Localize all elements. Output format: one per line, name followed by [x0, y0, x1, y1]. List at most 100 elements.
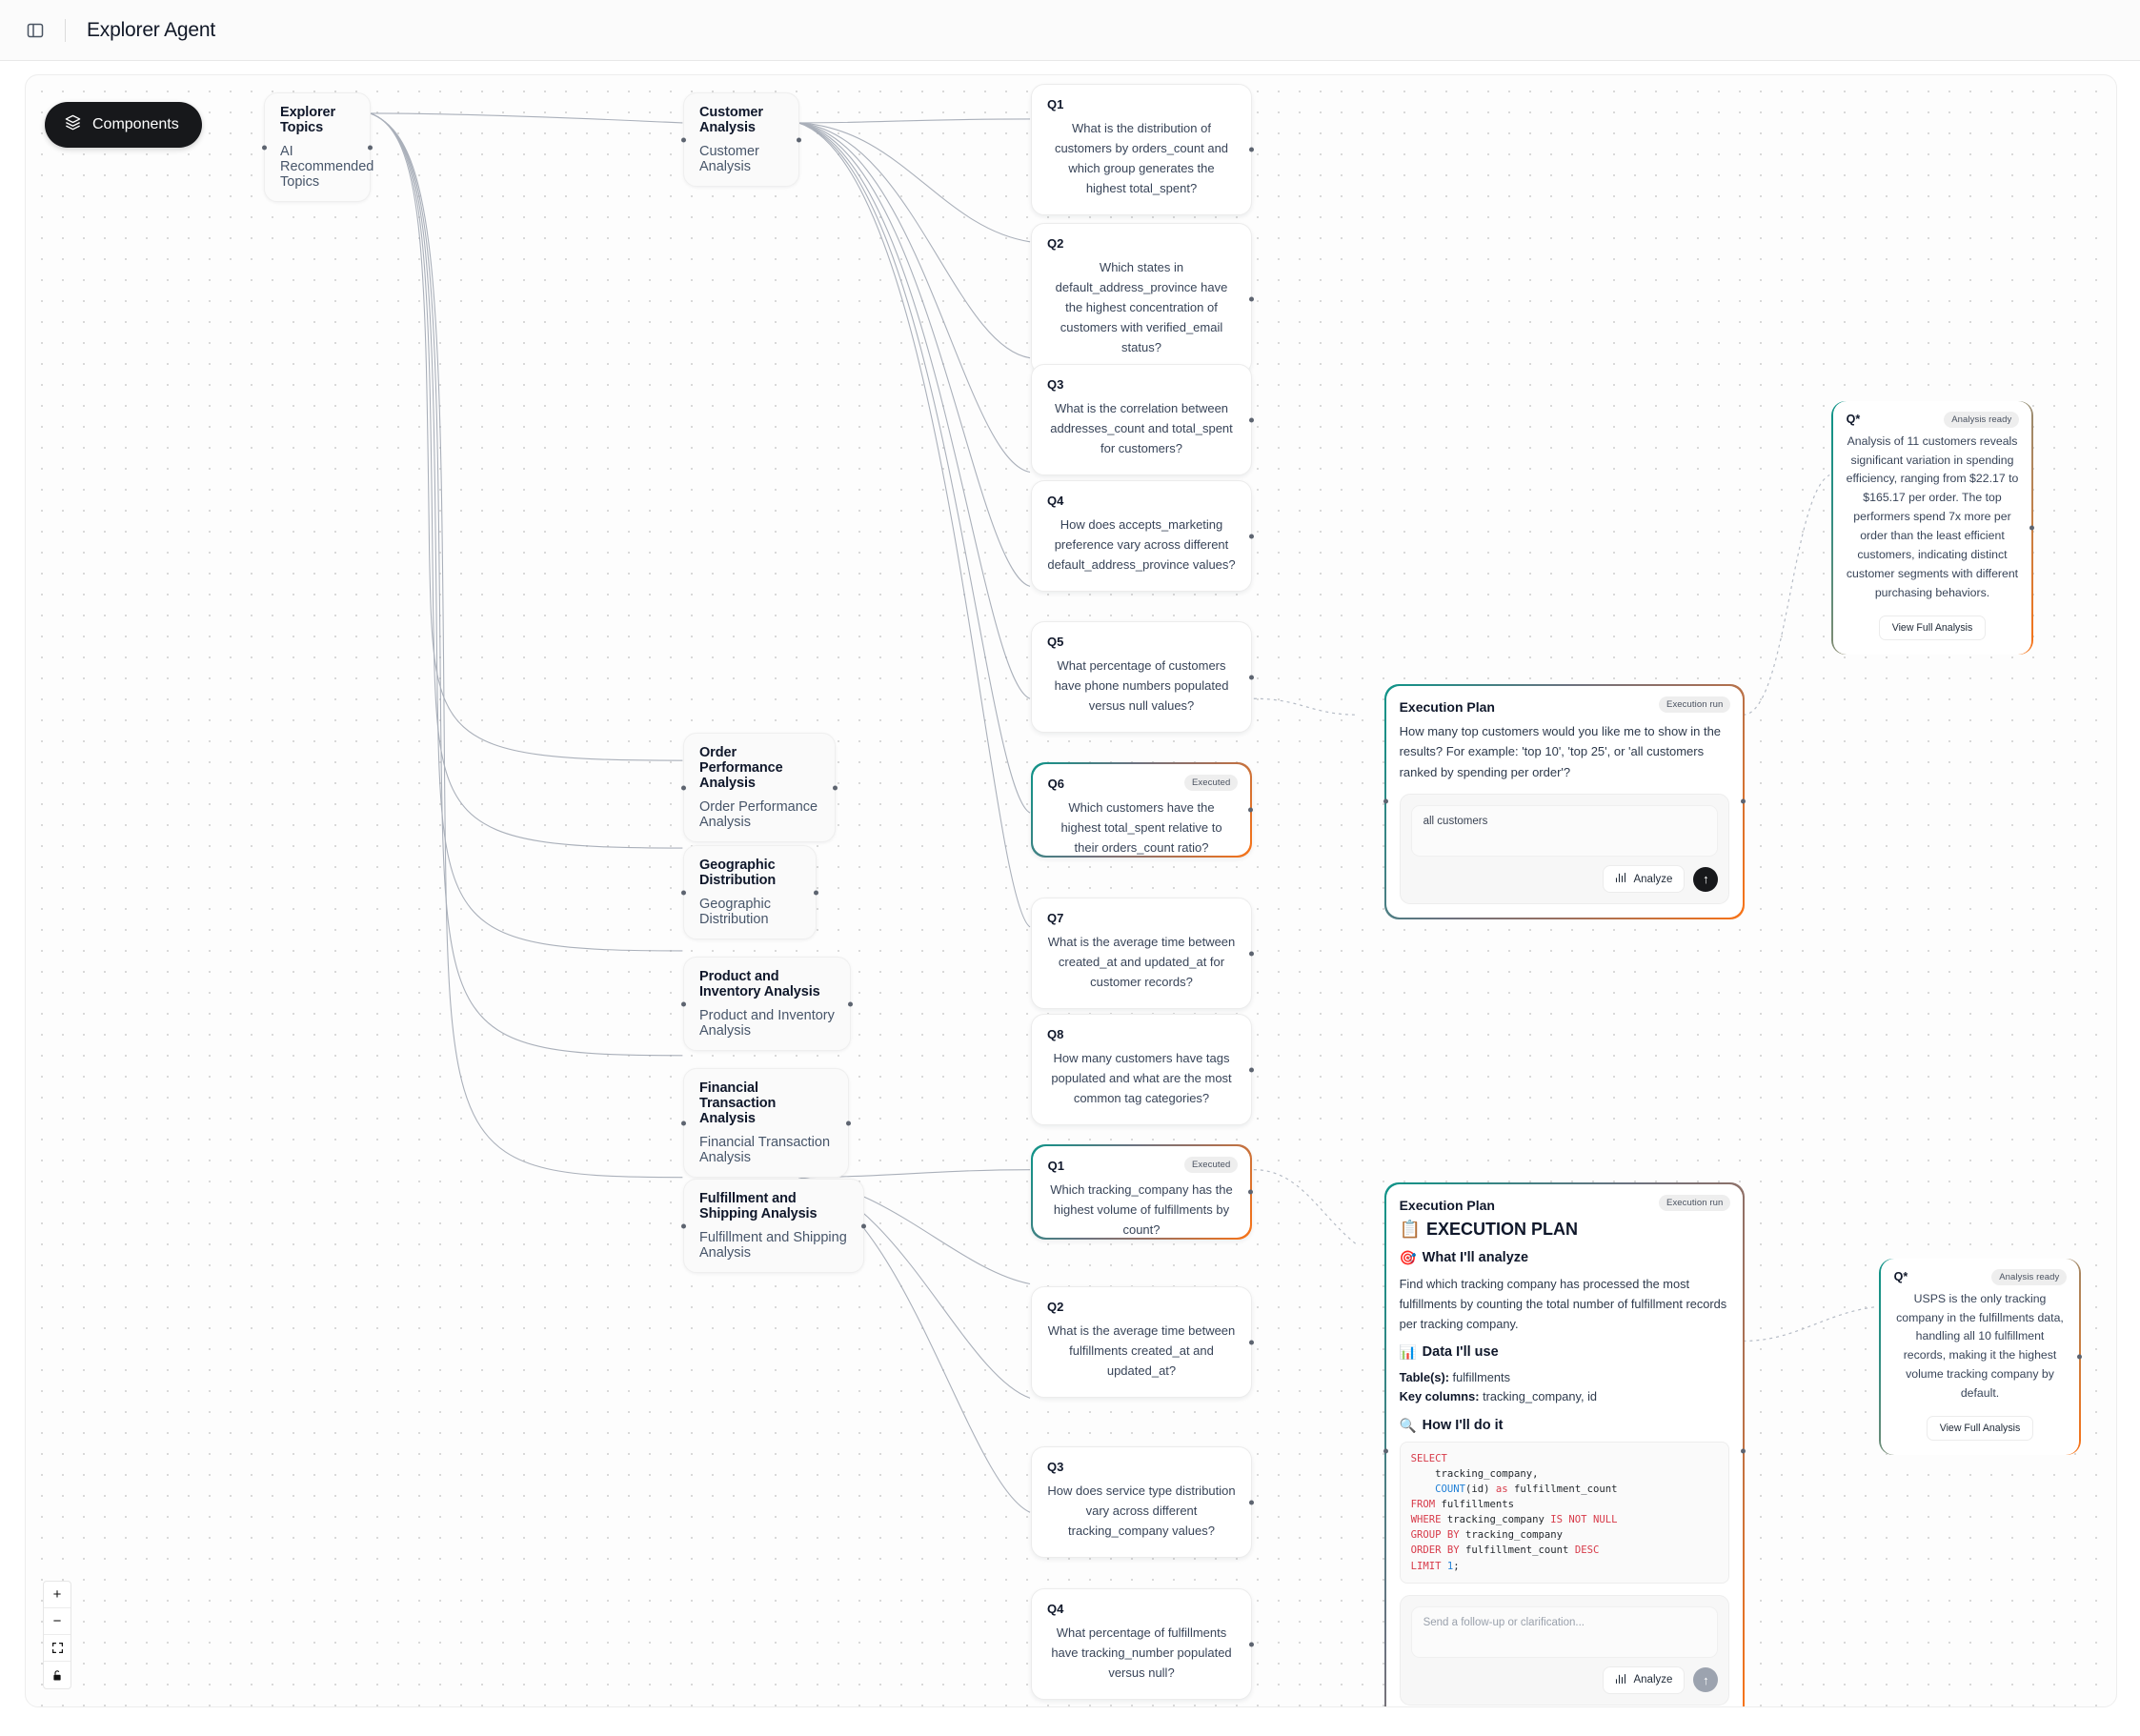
question-text: What percentage of fulfillments have tra…: [1051, 1625, 1232, 1681]
node-geographic-distribution[interactable]: Geographic Distribution Geographic Distr…: [681, 845, 818, 939]
fit-view-button[interactable]: [44, 1635, 71, 1662]
node-title: Financial Transaction Analysis: [699, 1080, 777, 1126]
components-label: Components: [92, 116, 179, 132]
node-financial-transaction-analysis[interactable]: Financial Transaction Analysis Financial…: [681, 1068, 851, 1178]
prompt-input[interactable]: Send a follow-up or clarification...: [1410, 1605, 1719, 1658]
handle-right[interactable]: [797, 137, 801, 142]
handle-right[interactable]: [2029, 525, 2035, 531]
handle-left[interactable]: [681, 137, 686, 142]
send-button[interactable]: ↑: [1693, 1667, 1719, 1693]
handle-left[interactable]: [681, 1120, 686, 1125]
handle-right[interactable]: [861, 1223, 866, 1228]
question-card[interactable]: Q5 What percentage of customers have pho…: [1031, 621, 1254, 734]
question-card[interactable]: Q2 Which states in default_address_provi…: [1031, 223, 1254, 375]
zoom-controls[interactable]: + −: [43, 1581, 71, 1689]
panel-title: Execution Plan: [1399, 698, 1495, 715]
node-explorer-topics[interactable]: Explorer Topics AI Recommended Topics: [262, 92, 373, 202]
handle-right[interactable]: [814, 890, 818, 895]
handle-right[interactable]: [1249, 1642, 1254, 1647]
question-id: Q2: [1047, 1300, 1064, 1314]
handle-right[interactable]: [833, 785, 838, 790]
handle-right[interactable]: [848, 1001, 853, 1006]
lock-button[interactable]: [44, 1662, 71, 1688]
send-button[interactable]: ↑: [1693, 866, 1719, 892]
node-title: Explorer Topics: [280, 105, 336, 135]
flow-canvas[interactable]: Components Explorer Topics AI Recommende…: [25, 74, 2117, 1707]
node-product-and-inventory-analysis[interactable]: Product and Inventory Analysis Product a…: [681, 957, 853, 1051]
view-full-analysis-button[interactable]: View Full Analysis: [1926, 1416, 2034, 1442]
handle-right[interactable]: [1249, 1340, 1254, 1345]
node-subtitle: Product and Inventory Analysis: [699, 1008, 835, 1039]
status-badge: Analysis ready: [1991, 1268, 2068, 1285]
question-card-executed[interactable]: Executed Q1 Which tracking_company has t…: [1031, 1144, 1254, 1240]
question-id: Q4: [1047, 494, 1064, 508]
node-subtitle: Geographic Distribution: [699, 897, 771, 927]
target-emoji: 🎯: [1399, 1250, 1417, 1266]
prompt-input[interactable]: all customers: [1410, 805, 1719, 858]
bar-chart-icon: [1615, 1673, 1626, 1687]
handle-right[interactable]: [1741, 1448, 1746, 1454]
question-card[interactable]: Q3 What is the correlation between addre…: [1031, 364, 1254, 476]
execution-plan-panel-detailed[interactable]: Execution run Execution Plan 📋 EXECUTION…: [1383, 1182, 1746, 1706]
question-card[interactable]: Q1 What is the distribution of customers…: [1031, 84, 1254, 216]
node-order-performance-analysis[interactable]: Order Performance Analysis Order Perform…: [681, 733, 838, 842]
question-id: Q8: [1047, 1027, 1064, 1041]
arrow-up-icon: ↑: [1703, 872, 1709, 887]
analyze-button[interactable]: Analyze: [1603, 865, 1686, 894]
question-id: Q3: [1047, 1460, 1064, 1474]
handle-left[interactable]: [681, 785, 686, 790]
zoom-in-button[interactable]: +: [44, 1582, 71, 1608]
handle-right[interactable]: [1741, 798, 1746, 804]
handle-right[interactable]: [1249, 147, 1254, 152]
execution-plan-panel[interactable]: Execution run Execution Plan How many to…: [1383, 684, 1746, 919]
handle-right[interactable]: [846, 1120, 851, 1125]
question-card-executed[interactable]: Executed Q6 Which customers have the hig…: [1031, 762, 1254, 858]
handle-right[interactable]: [1249, 534, 1254, 539]
zoom-out-button[interactable]: −: [44, 1608, 71, 1635]
analysis-card[interactable]: Analysis ready Q* USPS is the only track…: [1879, 1257, 2083, 1457]
handle-right[interactable]: [1249, 1500, 1254, 1505]
handle-right[interactable]: [368, 145, 373, 150]
components-button[interactable]: Components: [45, 102, 202, 148]
handle-right[interactable]: [1248, 1189, 1254, 1195]
node-fulfillment-and-shipping-analysis[interactable]: Fulfillment and Shipping Analysis Fulfil…: [681, 1179, 866, 1273]
status-badge: Execution run: [1659, 696, 1731, 713]
question-card[interactable]: Q4 What percentage of fulfillments have …: [1031, 1588, 1254, 1701]
section-data-label: Data I'll use: [1422, 1344, 1499, 1361]
question-text: Which customers have the highest total_s…: [1060, 799, 1222, 855]
node-customer-analysis[interactable]: Customer Analysis Customer Analysis: [681, 92, 801, 187]
section-data-heading: 📊 Data I'll use: [1400, 1344, 1730, 1361]
handle-left[interactable]: [681, 1001, 686, 1006]
question-card[interactable]: Q4 How does accepts_marketing preference…: [1031, 480, 1254, 593]
view-full-analysis-button[interactable]: View Full Analysis: [1878, 615, 1987, 640]
handle-left[interactable]: [681, 890, 686, 895]
tables-value: fulfillments: [1452, 1369, 1510, 1384]
handle-right[interactable]: [1249, 417, 1254, 423]
question-card[interactable]: Q7 What is the average time between crea…: [1031, 898, 1254, 1010]
prompt-actions: Analyze ↑: [1411, 865, 1719, 894]
handle-right[interactable]: [1249, 951, 1254, 957]
handle-right[interactable]: [2077, 1354, 2083, 1360]
panel-toggle-icon[interactable]: [25, 20, 46, 41]
handle-right[interactable]: [1249, 1067, 1254, 1073]
status-badge: Executed: [1183, 1156, 1239, 1173]
node-title: Order Performance Analysis: [699, 745, 783, 791]
handle-right[interactable]: [1248, 807, 1254, 813]
question-card[interactable]: Q3 How does service type distribution va…: [1031, 1446, 1254, 1559]
handle-right[interactable]: [1249, 296, 1254, 302]
analysis-summary: USPS is the only tracking company in the…: [1896, 1291, 2064, 1401]
analysis-card[interactable]: Analysis ready Q* Analysis of 11 custome…: [1831, 399, 2035, 656]
question-id: Q4: [1047, 1602, 1064, 1616]
handle-right[interactable]: [1249, 675, 1254, 680]
question-id: Q6: [1047, 776, 1064, 791]
handle-left[interactable]: [681, 1223, 686, 1228]
section-how-heading: 🔍 How I'll do it: [1400, 1418, 1730, 1434]
question-card[interactable]: Q2 What is the average time between fulf…: [1031, 1286, 1254, 1399]
analyze-button[interactable]: Analyze: [1603, 1665, 1686, 1694]
handle-left[interactable]: [1383, 798, 1388, 804]
app-header: Explorer Agent: [0, 0, 2140, 61]
handle-left[interactable]: [1383, 1448, 1388, 1454]
question-card[interactable]: Q8 How many customers have tags populate…: [1031, 1014, 1254, 1126]
node-subtitle: Fulfillment and Shipping Analysis: [699, 1230, 847, 1261]
handle-left[interactable]: [262, 145, 267, 150]
